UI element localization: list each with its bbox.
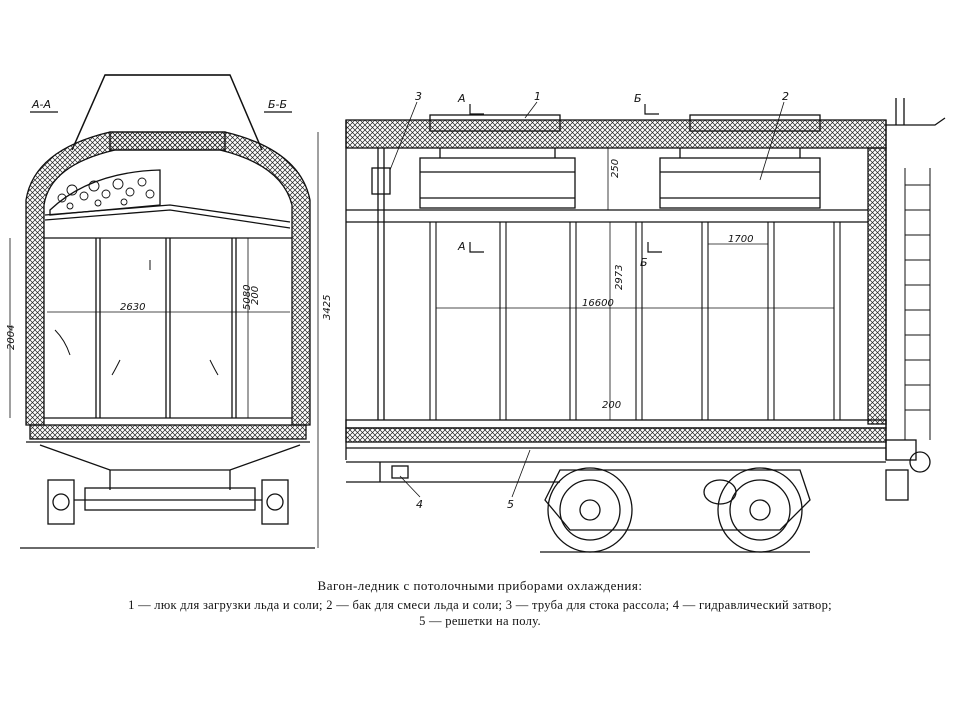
dim-small: 200: [250, 286, 261, 305]
floor-gratings: [345, 419, 887, 429]
roof-insulation: [109, 131, 226, 151]
ice-salt-tank-2: [659, 148, 821, 209]
coupler: [885, 439, 931, 501]
ice-hatch-1: [429, 114, 561, 132]
section-label-aa: А-А: [31, 98, 51, 111]
brine-drain-pipe: [371, 148, 391, 420]
side-view: [345, 98, 946, 553]
cut-mark-b-top: Б: [634, 92, 642, 105]
dim-width: 2630: [120, 302, 145, 313]
caption-title: Вагон-ледник с потолочными приборами охл…: [317, 578, 643, 593]
dim-height: 2004: [6, 325, 17, 350]
cut-mark-a-top: А: [457, 92, 466, 105]
dim-bottom: 200: [602, 400, 621, 411]
end-wall-insulation: [867, 147, 887, 425]
caption-legend-line-2: 5 — решетки на полу.: [419, 614, 541, 628]
caption-legend: 1 — люк для загрузки льда и соли; 2 — ба…: [0, 597, 960, 629]
dim-top: 250: [610, 159, 621, 178]
side-floor-insulation: [345, 427, 887, 443]
dim-inner-height: 5080: [242, 285, 253, 310]
cross-section-view: А-А Б-Б: [9, 74, 319, 549]
part-number-3: 3: [415, 90, 422, 103]
hydraulic-seal: [391, 465, 409, 479]
part-number-4: 4: [416, 498, 423, 511]
dim-panel: 1700: [728, 234, 753, 245]
dim-overall: 3425: [322, 295, 333, 320]
ice-salt-tank-1: [419, 148, 576, 209]
cut-mark-a-mid: А: [457, 240, 466, 253]
ice-hatch-2: [689, 114, 821, 132]
part-number-5: 5: [507, 498, 514, 511]
bogie: [540, 467, 811, 553]
part-number-1: 1: [534, 90, 541, 103]
side-roof-insulation: [345, 119, 887, 149]
dim-length: 16600: [582, 298, 614, 309]
dim-side-height: 2973: [614, 265, 625, 290]
section-label-bb: Б-Б: [268, 98, 287, 111]
ice-load: [49, 169, 161, 216]
part-number-2: 2: [782, 90, 789, 103]
figure-caption: Вагон-ледник с потолочными приборами охл…: [0, 578, 960, 629]
body-insulation: [25, 131, 311, 426]
floor-insulation: [29, 424, 307, 440]
cut-mark-b-mid: Б: [640, 256, 648, 269]
end-ladder: [904, 168, 931, 440]
caption-legend-line-1: 1 — люк для загрузки льда и соли; 2 — ба…: [128, 598, 832, 612]
refrigerator-car-drawing: А-А Б-Б: [6, 74, 946, 553]
